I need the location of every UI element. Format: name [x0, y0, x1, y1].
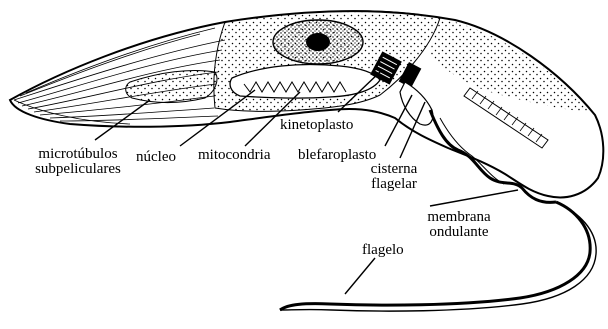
label-kinetoplasto: kinetoplasto: [280, 118, 353, 133]
label-microtubulos-subpeliculares: microtúbulos subpeliculares: [22, 147, 134, 177]
label-blefaroplasto: blefaroplasto: [298, 148, 376, 163]
label-membrana-line1: membrana: [427, 209, 490, 225]
label-cisterna-line2: flagelar: [371, 176, 417, 192]
label-membrana-ondulante: membrana ondulante: [416, 210, 502, 240]
label-nucleo: núcleo: [136, 150, 176, 165]
label-microtubulos-line1: microtúbulos: [38, 146, 117, 162]
label-membrana-line2: ondulante: [429, 224, 488, 240]
label-cisterna-flagelar: cisterna flagelar: [354, 162, 434, 192]
label-microtubulos-line2: subpeliculares: [35, 161, 121, 177]
label-flagelo: flagelo: [362, 243, 404, 258]
label-mitocondria: mitocondria: [198, 148, 270, 163]
nucleolus: [306, 33, 330, 51]
label-cisterna-line1: cisterna: [371, 161, 418, 177]
